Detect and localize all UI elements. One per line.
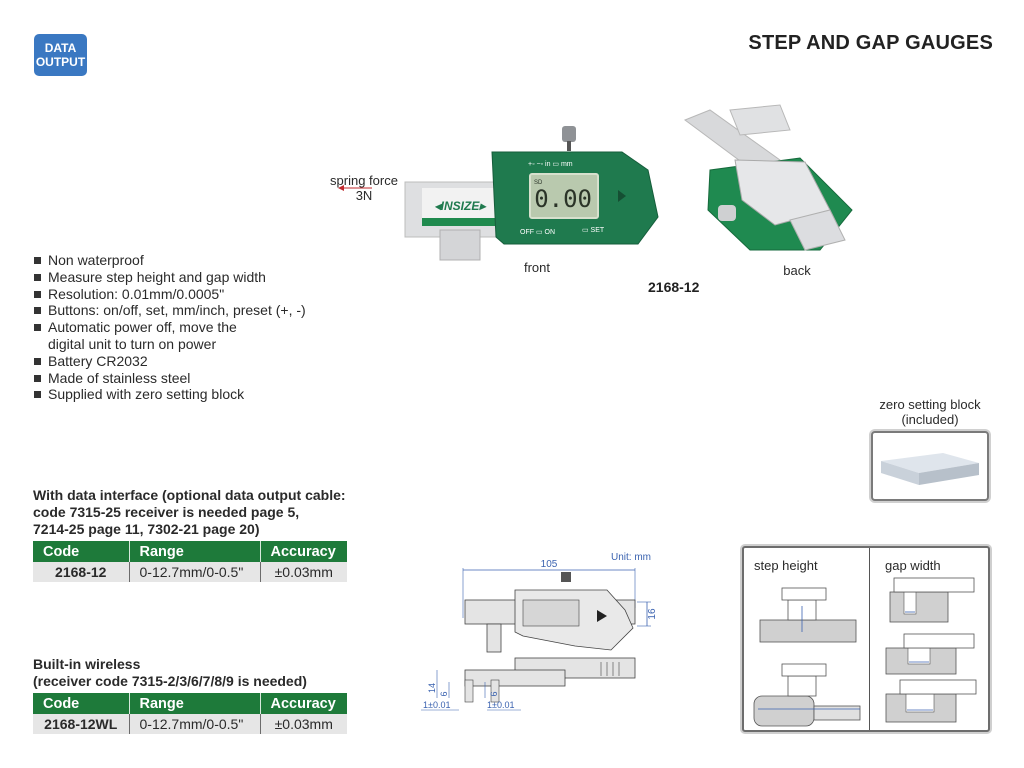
cell-accuracy: ±0.03mm	[259, 714, 347, 734]
spec-table-data-interface: Code Range Accuracy 2168-12 0-12.7mm/0-0…	[33, 541, 347, 582]
zero-setting-block-image	[881, 453, 979, 485]
back-label: back	[783, 263, 811, 278]
column-header-code: Code	[33, 541, 129, 562]
feature-text: Supplied with zero setting block	[48, 386, 245, 403]
play-icon	[618, 190, 626, 202]
product-photo-front: ◂INSIZE▸ 0.00 SD +◦ −◦ in ▭ mm OFF ▭ ON …	[404, 126, 659, 261]
data-interface-heading: With data interface (optional data outpu…	[33, 487, 346, 538]
knob	[562, 126, 576, 142]
badge-line-2: OUTPUT	[35, 55, 86, 69]
heading-line: (receiver code 7315-2/3/6/7/8/9 is neede…	[33, 673, 307, 689]
step-height-label: step height	[754, 558, 818, 573]
heading-line: With data interface (optional data outpu…	[33, 487, 346, 503]
feature-text: Buttons: on/off, set, mm/inch, preset (+…	[48, 302, 306, 319]
cell-range: 0-12.7mm/0-0.5"	[128, 714, 260, 734]
zero-block-included: (included)	[901, 412, 959, 427]
column-header-range: Range	[128, 541, 260, 562]
feature-item: Battery CR2032	[33, 353, 306, 370]
zero-block-label: zero setting block	[879, 397, 981, 412]
feature-text: Made of stainless steel	[48, 369, 191, 386]
usage-diagram: step height gap width	[742, 546, 990, 732]
product-photo-back	[683, 104, 853, 251]
tolerance-right: 1±0.01	[487, 700, 514, 710]
feature-text: Non waterproof	[48, 252, 144, 268]
spring-force-arrow-icon	[338, 185, 372, 191]
feature-item: Measure step height and gap width	[33, 269, 306, 286]
usage-illustrations	[753, 577, 977, 727]
cell-range: 0-12.7mm/0-0.5"	[128, 562, 260, 582]
column-header-code: Code	[33, 693, 129, 714]
dimension-drawing: Unit: mm 105 16 14 6 6 1±0.01 1±0.01	[421, 552, 658, 711]
table-header-row: Code Range Accuracy	[33, 541, 347, 562]
svg-text:SD: SD	[534, 180, 543, 186]
page-title: STEP AND GAP GAUGES	[748, 32, 993, 54]
jaw-height-dimension: 14	[427, 683, 437, 693]
feature-item: Resolution: 0.01mm/0.0005"	[33, 286, 306, 303]
feature-text: Battery CR2032	[48, 352, 148, 369]
spring-force-text: spring force	[330, 173, 398, 188]
feature-item: Buttons: on/off, set, mm/inch, preset (+…	[33, 302, 306, 319]
usage-divider	[869, 548, 870, 730]
tolerance-left: 1±0.01	[423, 700, 450, 710]
heading-line: 7214-25 page 11, 7302-21 page 20)	[33, 521, 260, 537]
badge-line-1: DATA	[44, 41, 77, 55]
unit-label: Unit: mm	[611, 552, 651, 563]
lcd-reading: 0.00	[534, 185, 592, 213]
lower-jaw	[439, 229, 481, 261]
feature-text: Automatic power off, move the	[48, 319, 237, 336]
heading-line: Built-in wireless	[33, 656, 141, 672]
table-header-row: Code Range Accuracy	[33, 693, 347, 714]
side-knob	[718, 205, 736, 221]
svg-text:OFF ▭ ON: OFF ▭ ON	[520, 229, 555, 236]
jaw-depth-right: 6	[489, 691, 499, 696]
feature-list: Non waterproof Measure step height and g…	[33, 252, 306, 403]
table-row: 2168-12 0-12.7mm/0-0.5" ±0.03mm	[33, 562, 347, 582]
cell-accuracy: ±0.03mm	[259, 562, 347, 582]
feature-text: Measure step height and gap width	[48, 268, 266, 285]
model-code: 2168-12	[648, 279, 700, 295]
feature-item: Made of stainless steel	[33, 370, 306, 387]
height-dimension: 16	[647, 608, 658, 620]
data-output-badge: DATA OUTPUT	[34, 34, 87, 76]
jaw-depth-left: 6	[439, 691, 449, 696]
feature-item: Supplied with zero setting block	[33, 386, 306, 403]
table-row: 2168-12WL 0-12.7mm/0-0.5" ±0.03mm	[33, 714, 347, 734]
cell-code: 2168-12WL	[33, 714, 129, 734]
insize-logo: ◂INSIZE▸	[435, 199, 488, 213]
cell-code: 2168-12	[33, 562, 129, 582]
svg-text:▭ SET: ▭ SET	[582, 227, 605, 234]
column-header-accuracy: Accuracy	[259, 693, 347, 714]
lcd-display	[529, 173, 599, 219]
heading-line: code 7315-25 receiver is needed page 5,	[33, 504, 300, 520]
feature-text: Resolution: 0.01mm/0.0005"	[48, 285, 225, 302]
zero-block-image-frame	[871, 431, 989, 501]
svg-text:+◦ −◦ in ▭ mm: +◦ −◦ in ▭ mm	[528, 161, 573, 168]
spring-force-value: 3N	[355, 188, 373, 203]
column-header-accuracy: Accuracy	[259, 541, 347, 562]
wireless-heading: Built-in wireless (receiver code 7315-2/…	[33, 656, 307, 690]
spec-table-wireless: Code Range Accuracy 2168-12WL 0-12.7mm/0…	[33, 693, 347, 734]
gap-width-label: gap width	[885, 558, 941, 573]
feature-item: Non waterproof	[33, 252, 306, 269]
feature-text-continued: digital unit to turn on power	[48, 335, 217, 352]
spring-force-label: spring force 3N	[328, 173, 400, 203]
length-dimension: 105	[541, 559, 558, 570]
zero-block-caption: zero setting block (included)	[868, 397, 992, 427]
column-header-range: Range	[128, 693, 260, 714]
front-label: front	[523, 260, 550, 275]
